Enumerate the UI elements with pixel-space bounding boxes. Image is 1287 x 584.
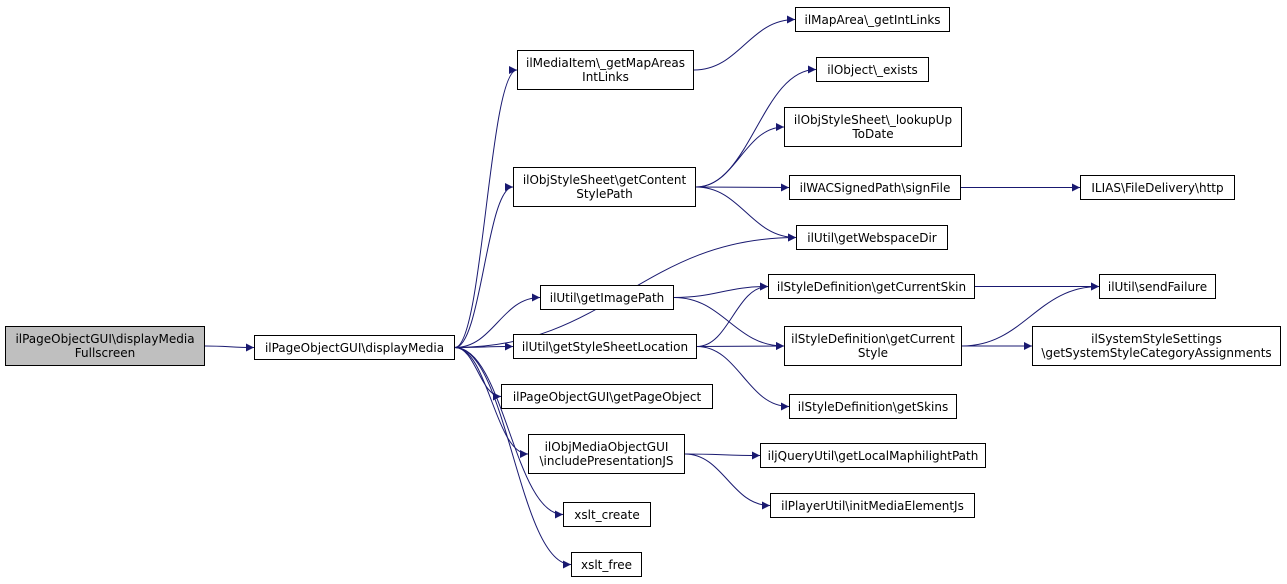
node-currentStyle[interactable]: ilStyleDefinition\getCurrent Style (784, 326, 962, 366)
edge-getContentStyle-to-signFile (695, 183, 790, 192)
node-maphilight[interactable]: iljQueryUtil\getLocalMaphilightPath (760, 443, 986, 468)
node-getIntLinks[interactable]: ilMapArea\_getIntLinks (795, 7, 950, 32)
node-initMediaJs[interactable]: ilPlayerUtil\initMediaElementJs (770, 493, 975, 518)
node-xsltFree[interactable]: xslt_free (571, 552, 642, 577)
node-getMapAreas[interactable]: ilMediaItem\_getMapAreas IntLinks (517, 50, 694, 90)
edge-root-to-displayMedia (204, 343, 255, 352)
node-webspaceDir[interactable]: ilUtil\getWebspaceDir (796, 225, 948, 250)
edge-getStyleSheetLoc-to-currentStyle (696, 342, 785, 351)
node-label: Style (857, 346, 889, 360)
node-label: ilUtil\sendFailure (1107, 279, 1208, 294)
node-label: ilMapArea\_getIntLinks (804, 12, 941, 27)
node-label: ilMediaItem\_getMapAreas (526, 56, 685, 70)
node-getStyleSheetLoc[interactable]: ilUtil\getStyleSheetLocation (513, 334, 697, 359)
edge-includePresJS-to-maphilight (684, 451, 761, 460)
node-sendFailure[interactable]: ilUtil\sendFailure (1099, 274, 1216, 299)
edge-getMapAreas-to-getIntLinks (693, 15, 796, 71)
node-label: ilPageObjectGUI\displayMedia (264, 340, 445, 355)
node-label: ilObject\_exists (827, 62, 918, 77)
node-currentSkin[interactable]: ilStyleDefinition\getCurrentSkin (768, 274, 975, 299)
node-label: ilStyleDefinition\getCurrent (791, 332, 955, 346)
edge-getStyleSheetLoc-to-getSkins (696, 346, 790, 411)
node-getSkins[interactable]: ilStyleDefinition\getSkins (789, 394, 957, 419)
node-label: ilObjMediaObjectGUI (544, 440, 669, 454)
node-label: IntLinks (582, 70, 629, 84)
edge-displayMedia-to-xsltFree (454, 347, 572, 569)
edge-displayMedia-to-getPageObject (454, 347, 502, 401)
edge-getContentStyle-to-lookupUpToDate (695, 123, 785, 188)
edge-getStyleSheetLoc-to-currentSkin (696, 282, 769, 347)
node-label: ilStyleDefinition\getCurrentSkin (776, 279, 967, 294)
edge-displayMedia-to-getImagePath (454, 293, 541, 348)
node-root[interactable]: ilPageObjectGUI\displayMedia Fullscreen (5, 326, 205, 366)
node-getContentStyle[interactable]: ilObjStyleSheet\getContent StylePath (513, 167, 696, 207)
node-label: ilPageObjectGUI\displayMedia (15, 332, 195, 346)
edge-displayMedia-to-getStyleSheetLoc (454, 342, 514, 351)
node-displayMedia[interactable]: ilPageObjectGUI\displayMedia (254, 335, 455, 360)
node-label: ToDate (852, 127, 894, 141)
node-label: ilWACSignedPath\signFile (799, 180, 951, 195)
edge-getImagePath-to-currentSkin (673, 282, 769, 298)
node-label: xslt_create (574, 507, 640, 522)
edge-displayMedia-to-includePresJS (454, 347, 529, 458)
node-label: Fullscreen (74, 346, 136, 360)
node-label: iljQueryUtil\getLocalMaphilightPath (767, 448, 979, 463)
node-lookupUpToDate[interactable]: ilObjStyleSheet\_lookupUp ToDate (784, 107, 962, 147)
node-label: ILIAS\FileDelivery\http (1091, 180, 1224, 195)
node-label: ilUtil\getWebspaceDir (807, 230, 937, 245)
node-fileDelivery[interactable]: ILIAS\FileDelivery\http (1080, 175, 1235, 200)
node-label: ilPlayerUtil\initMediaElementJs (781, 498, 964, 513)
node-label: StylePath (576, 187, 633, 201)
node-getImagePath[interactable]: ilUtil\getImagePath (540, 285, 674, 310)
edge-currentStyle-to-sendFailure (961, 282, 1100, 347)
node-label: \includePresentationJS (539, 454, 674, 468)
node-label: ilObjStyleSheet\getContent (522, 173, 687, 187)
node-label: xslt_free (580, 557, 633, 572)
edge-displayMedia-to-getMapAreas (454, 66, 518, 348)
node-systemStyle[interactable]: ilSystemStyleSettings \getSystemStyleCat… (1032, 326, 1281, 366)
node-label: ilUtil\getStyleSheetLocation (521, 339, 689, 354)
node-includePresJS[interactable]: ilObjMediaObjectGUI \includePresentation… (528, 434, 685, 474)
node-label: ilPageObjectGUI\getPageObject (512, 389, 702, 404)
node-label: ilStyleDefinition\getSkins (797, 399, 949, 414)
node-getPageObject[interactable]: ilPageObjectGUI\getPageObject (501, 384, 713, 409)
node-label: ilSystemStyleSettings (1091, 332, 1222, 346)
edge-displayMedia-to-xsltCreate (454, 347, 564, 519)
node-xsltCreate[interactable]: xslt_create (563, 502, 651, 527)
edge-includePresJS-to-initMediaJs (684, 453, 771, 510)
node-label: ilUtil\getImagePath (549, 290, 665, 305)
node-label: ilObjStyleSheet\_lookupUp (793, 113, 953, 127)
node-label: \getSystemStyleCategoryAssignments (1041, 346, 1272, 360)
edge-displayMedia-to-getContentStyle (454, 183, 514, 348)
edge-getContentStyle-to-webspaceDir (695, 186, 797, 242)
node-objExists[interactable]: ilObject\_exists (816, 57, 929, 82)
node-signFile[interactable]: ilWACSignedPath\signFile (789, 175, 961, 200)
